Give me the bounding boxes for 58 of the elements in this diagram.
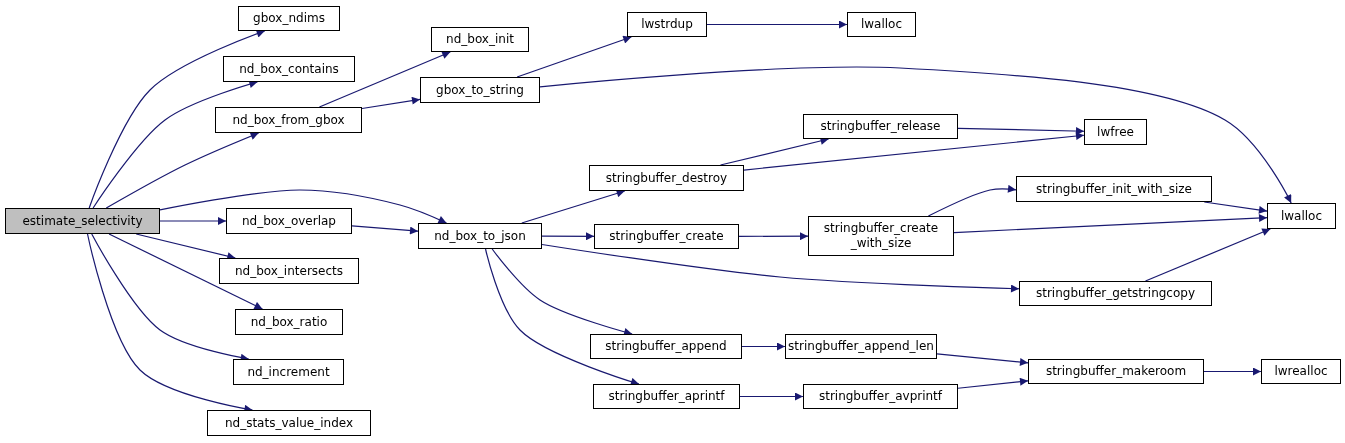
function-box: stringbuffer_create _with_size <box>808 216 954 256</box>
function-box: nd_box_intersects <box>219 258 359 284</box>
function-box: stringbuffer_append_len <box>785 334 937 359</box>
arrow <box>521 189 626 224</box>
function-box: lwrealloc <box>1261 359 1341 384</box>
function-box: nd_box_overlap <box>226 208 352 234</box>
function-box: lwalloc <box>847 12 916 37</box>
arrow <box>738 232 809 241</box>
arrow <box>105 132 260 209</box>
function-box: stringbuffer_getstringcopy <box>1019 281 1212 306</box>
function-box: nd_increment <box>233 359 344 385</box>
arrow <box>159 189 448 224</box>
function-box: stringbuffer_destroy <box>589 165 744 191</box>
function-box: stringbuffer_aprintf <box>593 384 740 409</box>
function-box: nd_box_to_json <box>418 223 542 249</box>
function-box: stringbuffer_append <box>590 334 742 359</box>
arrow <box>361 96 421 110</box>
arrow <box>491 248 633 336</box>
arrow <box>541 243 1020 293</box>
function-box: gbox_to_string <box>420 77 540 103</box>
arrow <box>953 214 1268 234</box>
arrow <box>108 233 264 310</box>
arrow <box>318 51 451 108</box>
arrow <box>957 377 1029 389</box>
function-box: nd_stats_value_index <box>207 410 371 436</box>
arrow <box>1203 367 1262 376</box>
arrow <box>927 184 1017 217</box>
arrow <box>92 80 258 209</box>
function-box: lwstrdup <box>627 12 707 37</box>
arrow <box>743 132 1085 171</box>
function-box: nd_box_from_gbox <box>215 107 362 133</box>
arrow <box>739 392 804 401</box>
function-box: nd_box_ratio <box>235 309 343 335</box>
function-box: stringbuffer_avprintf <box>803 384 958 409</box>
arrow <box>936 353 1029 367</box>
function-box: lwfree <box>1084 119 1147 145</box>
function-box: gbox_ndims <box>238 6 340 31</box>
arrow <box>741 342 786 351</box>
arrow <box>516 35 632 78</box>
function-box: stringbuffer_create <box>594 224 739 249</box>
arrow <box>1144 228 1271 282</box>
arrow <box>719 137 830 166</box>
arrow <box>484 248 640 386</box>
arrow <box>706 20 848 29</box>
function-box: stringbuffer_makeroom <box>1028 359 1204 384</box>
function-box: stringbuffer_init_with_size <box>1016 176 1212 202</box>
arrow <box>539 66 1292 204</box>
function-box: estimate_selectivity <box>5 208 160 234</box>
arrow <box>88 29 266 209</box>
arrow <box>957 127 1085 136</box>
function-box: nd_box_contains <box>223 56 355 82</box>
function-box: lwalloc <box>1267 203 1336 229</box>
function-box: nd_box_init <box>431 27 529 52</box>
arrow <box>351 225 419 235</box>
function-box: stringbuffer_release <box>803 114 958 139</box>
arrow <box>541 232 595 241</box>
arrow <box>159 217 227 225</box>
arrow <box>135 233 236 260</box>
